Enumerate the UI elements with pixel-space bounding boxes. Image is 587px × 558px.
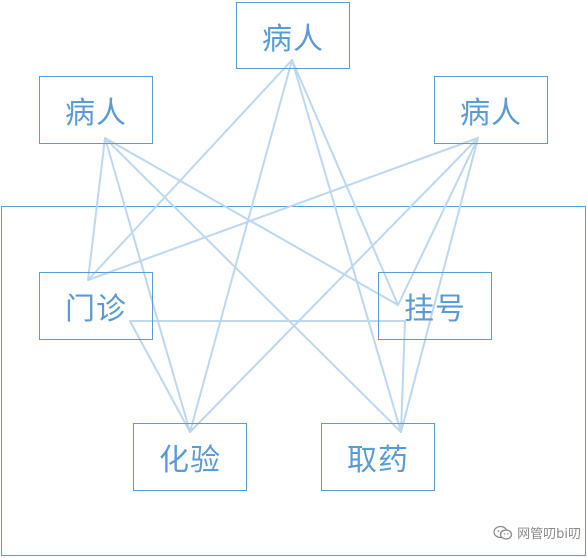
watermark-text: 网管叨bi叨 [517, 527, 581, 542]
connector-left-outpatient [87, 137, 106, 281]
connector-left-pharmacy [104, 137, 402, 433]
connector-right-lab [189, 137, 479, 433]
node-patient-left: 病人 [39, 76, 153, 144]
node-outpatient: 门诊 [39, 272, 153, 340]
node-outpatient-label: 门诊 [65, 292, 127, 327]
connector-top-pharmacy [291, 59, 402, 433]
node-patient-right-label: 病人 [460, 96, 522, 131]
node-lab-test-label: 化验 [159, 443, 221, 478]
connector-right-registration [397, 137, 479, 306]
hospital-boundary [1, 206, 586, 556]
connector-left-lab [104, 137, 191, 433]
node-lab-test: 化验 [133, 423, 247, 491]
node-patient-top: 病人 [236, 2, 350, 69]
node-patient-left-label: 病人 [65, 96, 127, 131]
watermark: 网管叨bi叨 [493, 523, 581, 542]
connector-top-outpatient [87, 59, 293, 281]
connector-top-lab [189, 59, 293, 433]
node-registration-label: 挂号 [404, 292, 466, 327]
wechat-icon [493, 525, 513, 540]
node-registration: 挂号 [378, 272, 492, 340]
node-pharmacy: 取药 [321, 423, 435, 491]
node-patient-right: 病人 [434, 76, 548, 144]
connector-top-registration [291, 59, 399, 306]
connector-right-outpatient [87, 137, 479, 281]
node-patient-top-label: 病人 [262, 21, 324, 57]
node-pharmacy-label: 取药 [347, 443, 409, 478]
connector-right-pharmacy [400, 137, 479, 433]
